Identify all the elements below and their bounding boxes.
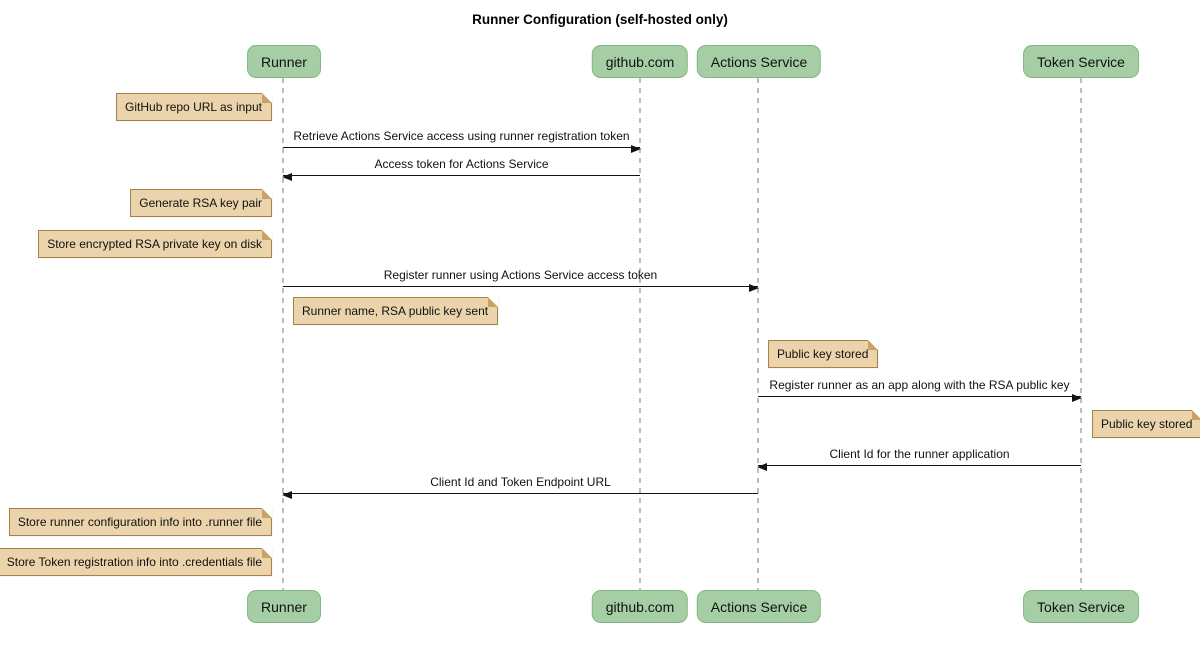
participant-actions-service-bottom: Actions Service [696,590,822,623]
message-retrieve-actions-access: Retrieve Actions Service access using ru… [283,126,641,153]
message-client-id-token-endpoint: Client Id and Token Endpoint URL [282,472,758,499]
participant-github-com-bottom: github.com [591,590,689,623]
message-label: Retrieve Actions Service access using ru… [293,129,630,143]
lifeline-token-service [1080,78,1082,590]
message-line [758,465,1081,466]
message-label: Client Id and Token Endpoint URL [430,475,611,489]
note-store-encrypted-private-key: Store encrypted RSA private key on disk [38,230,272,258]
arrowhead-right-icon [749,284,759,292]
message-line [283,286,758,287]
message-line [758,396,1081,397]
participant-actions-service-top: Actions Service [696,45,822,78]
arrowhead-left-icon [757,463,767,471]
participant-token-service-top: Token Service [1023,45,1139,78]
message-label: Client Id for the runner application [829,447,1010,461]
message-line [283,493,758,494]
arrowhead-right-icon [631,145,641,153]
message-client-id-response: Client Id for the runner application [757,444,1081,471]
message-register-runner-app: Register runner as an app along with the… [758,375,1082,402]
message-register-runner: Register runner using Actions Service ac… [283,265,759,292]
note-public-key-stored-token: Public key stored [1092,410,1200,438]
note-runner-name-public-key-sent: Runner name, RSA public key sent [293,297,499,325]
note-public-key-stored-actions: Public key stored [768,340,879,368]
note-store-token-credentials-file: Store Token registration info into .cred… [0,548,273,576]
message-line [283,147,640,148]
message-access-token-response: Access token for Actions Service [282,154,640,181]
participant-github-com-top: github.com [591,45,689,78]
message-line [283,175,640,176]
message-label: Access token for Actions Service [374,157,549,171]
participant-token-service-bottom: Token Service [1023,590,1139,623]
lifeline-runner [282,78,284,590]
participant-runner-top: Runner [247,45,321,78]
diagram-title: Runner Configuration (self-hosted only) [472,12,728,27]
note-store-runner-config-file: Store runner configuration info into .ru… [8,508,273,536]
lifeline-github-com [639,78,641,590]
arrowhead-right-icon [1072,394,1082,402]
note-generate-rsa-key-pair: Generate RSA key pair [130,189,272,217]
participant-runner-bottom: Runner [247,590,321,623]
arrowhead-left-icon [282,173,292,181]
message-label: Register runner as an app along with the… [769,378,1070,392]
message-label: Register runner using Actions Service ac… [383,268,658,282]
note-github-repo-url-input: GitHub repo URL as input [116,93,272,121]
lifeline-actions-service [757,78,759,590]
arrowhead-left-icon [282,491,292,499]
